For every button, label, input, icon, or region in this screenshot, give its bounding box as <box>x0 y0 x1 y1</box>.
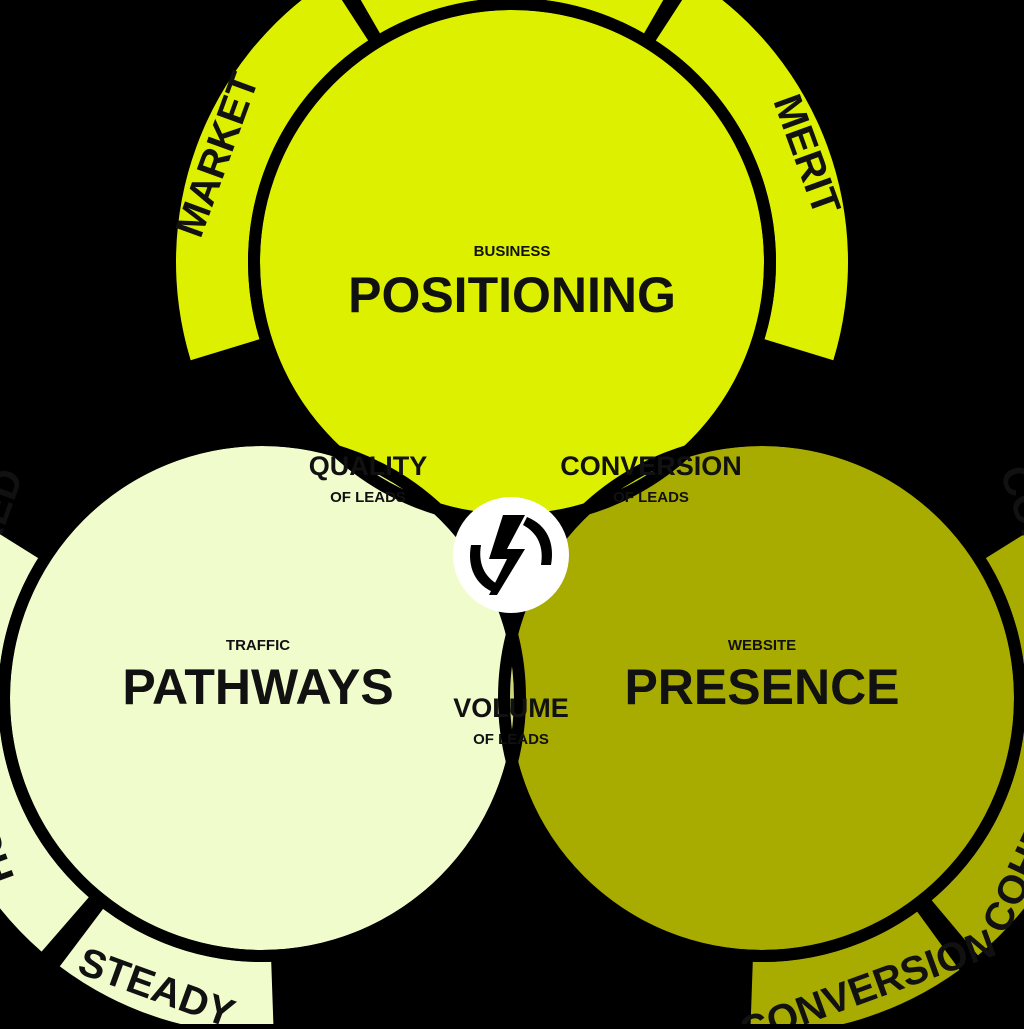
ring-segment-coherent <box>930 725 1024 956</box>
quality-main-label: QUALITY <box>309 451 428 481</box>
top-small-label: BUSINESS <box>474 243 551 260</box>
circle-presence <box>510 446 1014 950</box>
conversion-main-label: CONVERSION <box>560 451 742 481</box>
outer-ring-top <box>176 0 848 361</box>
volume-sub-label: OF LEADS <box>473 731 549 748</box>
circle-pathways <box>10 446 514 950</box>
right-small-label: WEBSITE <box>728 637 796 654</box>
left-small-label: TRAFFIC <box>226 637 290 654</box>
left-big-label: PATHWAYS <box>122 659 393 715</box>
ring-segment-conversion <box>750 909 960 1029</box>
quality-sub-label: OF LEADS <box>330 489 406 506</box>
ring-segment-convenient <box>984 534 1024 712</box>
volume-main-label: VOLUME <box>453 693 569 723</box>
circle-positioning <box>260 10 764 514</box>
outer-ring-right <box>750 534 1024 1029</box>
circle-right-stroke <box>498 434 1024 962</box>
ring-segment-steady <box>59 907 274 1029</box>
ring-segment-market <box>176 0 370 361</box>
ring-segment-message <box>360 0 664 36</box>
ring-segment-merit <box>654 0 848 361</box>
brand-logo-icon <box>453 497 569 613</box>
right-big-label: PRESENCE <box>624 659 899 715</box>
conversion-sub-label: OF LEADS <box>613 489 689 506</box>
ring-segment-search <box>0 707 91 952</box>
circle-left-stroke <box>0 434 526 962</box>
top-big-label: POSITIONING <box>348 267 676 323</box>
